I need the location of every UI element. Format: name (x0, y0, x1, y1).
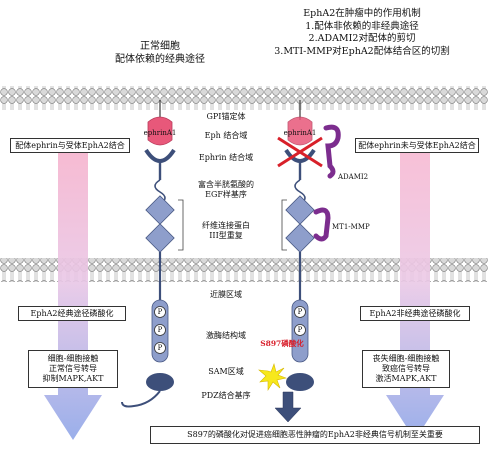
left-title-line-2: 配体依赖的经典途径 (115, 54, 205, 65)
left-phospho-2 (154, 324, 166, 336)
right-outcome-box: 丧失细胞-细胞接触 致癌信号转导 激活MAPK,AKT (362, 350, 450, 388)
right-phospho-label-1: P (297, 308, 303, 316)
mt1mmp-label: MT1-MMP (332, 223, 370, 231)
ephrin-binding-label: Ephrin 结合域 (198, 153, 254, 162)
right-signal-arrow (386, 150, 444, 440)
adam12-protease (323, 124, 341, 179)
left-ephrin-label: ephrinA1 (143, 129, 177, 137)
left-phospho-1 (154, 306, 166, 318)
left-phospho-label-1: P (157, 308, 163, 316)
right-panel-title: EphA2在肿瘤中的作用机制 1.配体非依赖的非经典途径 2.ADAMI2对配体… (252, 8, 472, 58)
left-outcome-box: 细胞-细胞接触 正常信号转导 抑制MAPK,AKT (28, 350, 118, 388)
upper-membrane (0, 86, 488, 110)
left-panel-title: 正常细胞 配体依赖的经典途径 (90, 40, 230, 66)
left-eph-binding-domain (144, 148, 176, 163)
left-ephrin-ligand (147, 116, 173, 146)
kinase-label: 激酶结构域 (206, 331, 246, 340)
right-ephrin-label: ephrinA1 (283, 129, 317, 137)
right-phos-box: EphA2非经典途径磷酸化 (360, 306, 470, 321)
eph-binding-label: Eph 结合域 (204, 131, 248, 140)
right-fn3-repeat-2 (285, 223, 315, 253)
cys-rich-label: 富含半胱氨酸的 EGF样基序 (190, 180, 262, 200)
left-phospho-label-3: P (157, 344, 163, 352)
left-phospho-label-2: P (157, 326, 163, 334)
right-outcome-line-1: 丧失细胞-细胞接触 (372, 354, 440, 363)
gpi-label: GPI锚定体 (206, 112, 246, 121)
right-outcome-line-3: 激活MAPK,AKT (375, 374, 437, 383)
mt1-mmp-protease (313, 207, 331, 242)
right-binding-box: 配体ephrin未与受体EphA2结合 (355, 138, 479, 153)
left-pdz-tail (121, 390, 161, 408)
left-outcome-line-2: 正常信号转导 (49, 364, 97, 373)
cys-rich-line-1: 富含半胱氨酸的 (198, 180, 254, 189)
left-title-line-1: 正常细胞 (140, 41, 180, 52)
right-title-line-3: 2.ADAMI2对配体的剪切 (308, 33, 416, 44)
left-phos-box: EphA2经典途径磷酸化 (18, 306, 126, 321)
right-title-line-4: 3.MTI-MMP对EphA2配体结合区的切割 (274, 45, 450, 57)
left-signal-arrow (44, 150, 102, 440)
cys-rich-line-2: EGF样基序 (205, 190, 247, 199)
left-phospho-3 (154, 342, 166, 354)
right-sam-domain (286, 373, 314, 391)
fn3-label: 纤维连接蛋白 III型重复 (190, 221, 262, 241)
right-phospho-label-2: P (297, 326, 303, 334)
binding-blocked-cross (277, 136, 323, 168)
right-outcome-line-2: 致癌信号转导 (382, 364, 430, 373)
s897-burst (258, 362, 288, 392)
left-fn3-repeat-1 (145, 195, 175, 225)
right-fn3-repeat-1 (285, 195, 315, 225)
adam12-label: ADAMI2 (338, 173, 369, 181)
left-outcome-line-3: 抑制MAPK,AKT (42, 374, 104, 383)
left-binding-box: 配体ephrin与受体EphA2结合 (10, 138, 130, 153)
juxtamembrane-label: 近膜区域 (210, 290, 242, 299)
right-ephrin-ligand (287, 116, 313, 146)
s897-label: S897磷酸化 (260, 339, 304, 348)
fn3-line-1: 纤维连接蛋白 (202, 221, 250, 230)
pdz-label: PDZ结合基序 (201, 391, 251, 400)
right-phospho-2 (294, 324, 306, 336)
fn3-line-2: III型重复 (209, 231, 243, 240)
sam-label: SAM区域 (208, 367, 244, 376)
left-outcome-line-1: 细胞-细胞接触 (47, 354, 99, 363)
right-title-line-1: EphA2在肿瘤中的作用机制 (303, 8, 421, 19)
left-sam-domain (146, 373, 174, 391)
bottom-conclusion-box: S897的磷酸化对促进癌细胞恶性肿瘤的EphA2非经典信号机制至关重要 (150, 426, 480, 444)
bottom-convergence-arrow (274, 391, 302, 423)
left-bracket-fn3 (178, 199, 184, 251)
right-phospho-1 (294, 306, 306, 318)
right-title-line-2: 1.配体非依赖的非经典途径 (305, 20, 419, 32)
right-bracket-fn3 (281, 199, 287, 251)
left-fn3-repeat-2 (145, 223, 175, 253)
